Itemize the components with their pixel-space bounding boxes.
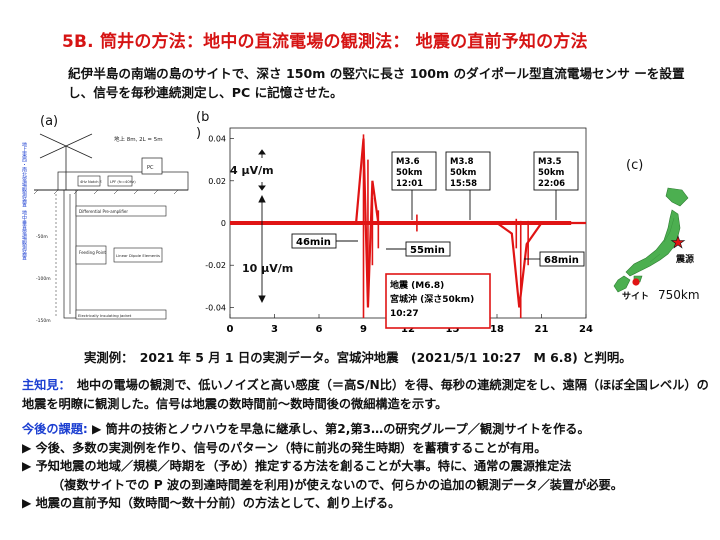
page-title: 5B. 筒井の方法：地中の直流電場の観測法： 地震の直前予知の方法 [62, 32, 588, 52]
event-2-mag: M3.8 [450, 157, 474, 167]
antenna-note: 地上 8m, 2L = 5m [114, 135, 163, 143]
delay-68: 68min [544, 255, 579, 266]
tasks-heading: 今後の課題: [22, 422, 88, 436]
surface-sensor-label: 地上東西・南北電場観測装置 [21, 141, 27, 208]
event-box-1: M3.6 50km 12:01 [391, 151, 437, 220]
x-tick-label: 9 [360, 324, 367, 335]
event-1-time: 12:01 [396, 179, 423, 189]
x-tick-label: 3 [271, 324, 278, 335]
lpf-box: LPF (fc=40Hz) [110, 180, 136, 184]
y-tick-label: 0 [221, 219, 226, 228]
panel-b-label: (b [196, 110, 210, 125]
event-2-depth: 50km [450, 168, 476, 178]
event-3-mag: M3.5 [538, 157, 562, 167]
panel-c-label: (c) [626, 158, 644, 173]
pc-box: PC [147, 165, 154, 171]
signal-chart: 0 3 6 9 12 15 18 21 24 0.04 0.02 0 -0.02 -0.04 4 μV/m… [205, 127, 593, 335]
japan-map: 震源 サイト 750km [613, 187, 700, 302]
scale-lower: 10 μV/m [242, 262, 293, 275]
depth-50: -50m [36, 234, 48, 240]
jacket-box: Electrically Insulating Jacket [78, 313, 132, 318]
preamp-box: Differential Pre-amplifier [79, 209, 128, 214]
y-tick-label: -0.02 [205, 261, 226, 270]
quake-loc: 宮城沖 (深さ50km) [390, 293, 474, 305]
event-2-time: 15:58 [450, 179, 477, 189]
y-tick-label: 0.04 [208, 135, 226, 144]
panel-a-label: (a) [40, 114, 59, 129]
findings-section: 主知見： 地中の電場の観測で、低いノイズと高い感度（＝高S/N比）を得、毎秒の連… [22, 376, 712, 413]
event-1-depth: 50km [396, 168, 422, 178]
x-tick-label: 18 [490, 324, 504, 335]
delay-46: 46min [296, 237, 331, 248]
y-tick-label: 0.02 [208, 177, 226, 186]
intro-text: 紀伊半島の南端の島のサイトで、深さ 150m の竪穴に長さ 100m のダイポー… [68, 66, 685, 100]
task-item: ▶ 今後、多数の実測例を作り、信号のパターン（特に前兆の発生時期）を蓄積すること… [22, 440, 547, 455]
depth-150: -150m [36, 318, 51, 324]
findings-heading: 主知見： [22, 378, 65, 392]
quake-mag: 地震 (M6.8) [390, 279, 444, 291]
event-1-mag: M3.6 [396, 157, 420, 167]
event-3-depth: 50km [538, 168, 564, 178]
epicenter-label: 震源 [675, 253, 694, 265]
x-tick-label: 6 [316, 324, 323, 335]
delay-55: 55min [410, 245, 445, 256]
event-box-2: M3.8 50km 15:58 [445, 151, 491, 220]
chart-caption: 実測例： 2021 年 5 月 1 日の実測データ。宮城沖地震 (2021/5/… [84, 350, 632, 365]
distance-label: 750km [658, 288, 700, 302]
task-item: ▶ 地震の直前予知（数時間～数十分前）の方法として、創り上げる。 [22, 496, 401, 510]
dipole-box: Linear Dipole Elements [116, 253, 160, 258]
notch-filter-box: 4Hz Notch F. [80, 180, 102, 184]
task-item: ▶ 予知地震の地域／規模／時期を（予め）推定する方法を創ることが大事。特に、通常… [22, 459, 572, 473]
y-tick-label: -0.04 [205, 303, 226, 312]
site-dot-icon [632, 278, 640, 286]
x-tick-label: 12 [401, 324, 415, 335]
borehole-sensor-label: 地中垂直電場観測装置 [21, 209, 27, 261]
task-item: （複数サイトでの P 波の到達時間差を利用)が使えないので、何らかの追加の観測デ… [52, 477, 623, 492]
feeding-box: Feeding Point [79, 250, 106, 255]
apparatus-diagram: 地上 8m, 2L = 5m 地上東西・南北電場観測装置 地中垂直電場観測装置 … [21, 133, 189, 324]
depth-100: -100m [36, 276, 51, 282]
epicenter-star-icon [670, 235, 686, 249]
tasks-section: 今後の課題: ▶ 筒井の技術とノウハウを早急に継承し、第2,第3…の研究グループ… [22, 420, 720, 513]
x-tick-label: 0 [227, 324, 234, 335]
pc-icon [141, 157, 163, 175]
x-tick-label: 15 [446, 324, 460, 335]
site-label: サイト [622, 291, 649, 302]
event-3-time: 22:06 [538, 179, 565, 189]
findings-text: 地中の電場の観測で、低いノイズと高い感度（＝高S/N比）を得、毎秒の連続測定をし… [22, 378, 709, 411]
panel-b-paren: ) [196, 126, 202, 141]
quake-box [385, 273, 491, 329]
antenna-icon [39, 133, 93, 190]
event-box-3: M3.5 50km 22:06 [533, 151, 579, 220]
scale-upper: 4 μV/m [230, 164, 274, 177]
task-first: ▶ 筒井の技術とノウハウを早急に継承し、第2,第3…の研究グループ／観測サイトを… [87, 422, 590, 436]
x-tick-label: 24 [579, 324, 593, 335]
quake-time: 10:27 [390, 309, 419, 319]
x-tick-label: 21 [535, 324, 549, 335]
japan-icon [613, 187, 689, 293]
